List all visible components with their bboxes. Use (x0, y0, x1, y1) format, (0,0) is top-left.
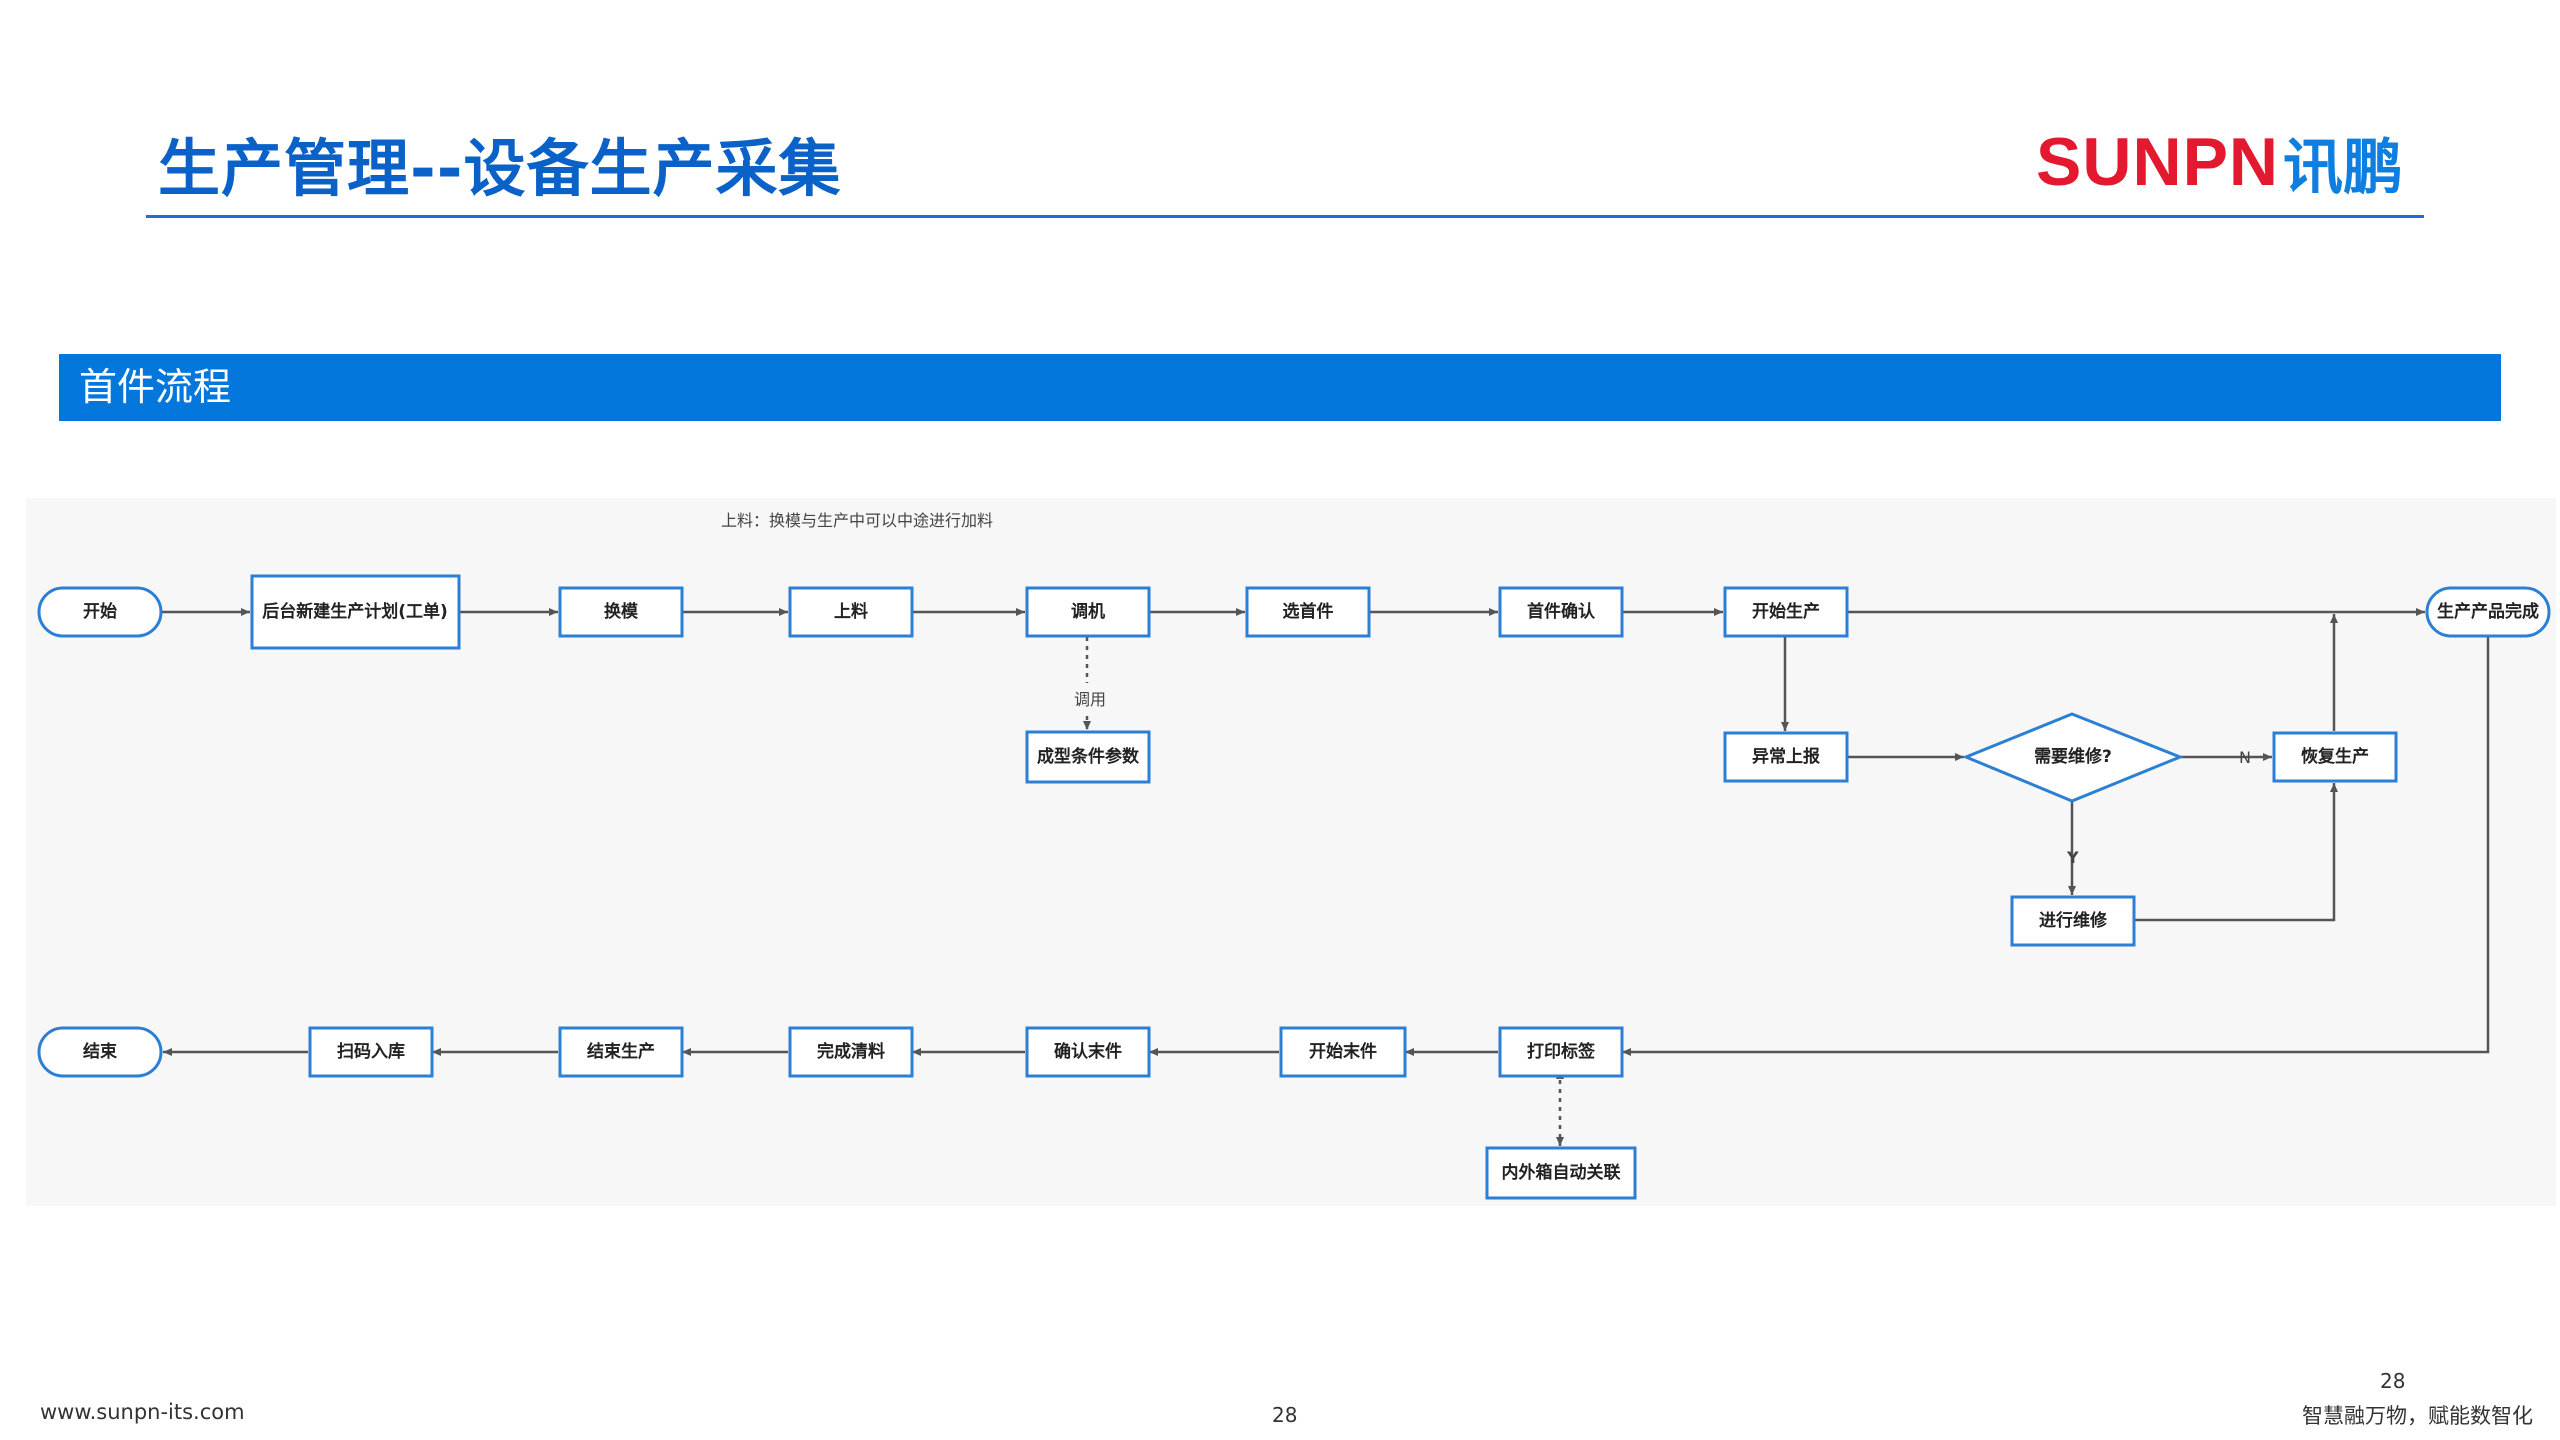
node-resume-shape (2272, 731, 2398, 783)
node-plan-shape (250, 574, 461, 650)
node-end-prod: 结束生产 (558, 1026, 684, 1078)
node-need-repair-label: 需要维修? (2034, 746, 2112, 767)
node-print-shape (1498, 1026, 1624, 1078)
node-clear-label: 完成清料 (817, 1041, 885, 1062)
node-start-prod-label: 开始生产 (1752, 601, 1820, 622)
flowchart-svg: 上料：换模与生产中可以中途进行加料 调用 N Y (37, 511, 2551, 1200)
node-debug-shape (1025, 586, 1151, 638)
node-load: 上料 (788, 586, 914, 638)
node-plan: 后台新建生产计划(工单) (250, 574, 461, 650)
feed-note: 上料：换模与生产中可以中途进行加料 (721, 511, 993, 530)
flowchart-diagram: 上料：换模与生产中可以中途进行加料 调用 N Y (26, 498, 2556, 1206)
node-load-shape (788, 586, 914, 638)
node-params-shape (1025, 730, 1151, 784)
node-start-last-label: 开始末件 (1309, 1041, 1377, 1062)
footer-page-number-right: 28 (2380, 1369, 2406, 1393)
node-product-done-shape (2425, 586, 2551, 638)
node-clear: 完成清料 (788, 1026, 914, 1078)
sunpn-logo: SUNPN 讯鹏 (2036, 122, 2403, 203)
node-resume: 恢复生产 (2272, 731, 2398, 783)
node-print: 打印标签 (1498, 1026, 1624, 1078)
title-divider (146, 215, 2424, 218)
no-label: N (2239, 748, 2251, 767)
node-exception-shape (1723, 731, 1849, 783)
section-header-bar: 首件流程 (59, 354, 2501, 421)
logo-cjk-text: 讯鹏 (2283, 132, 2404, 203)
node-product-done: 生产产品完成 (2425, 586, 2551, 638)
logo-latin-text: SUNPN (2036, 124, 2280, 200)
node-select-first-label: 选首件 (1283, 601, 1334, 622)
node-start-last-shape (1279, 1026, 1407, 1078)
node-end: 结束 (37, 1026, 163, 1078)
node-start-shape (37, 586, 163, 638)
footer-slogan: 智慧融万物，赋能数智化 (2302, 1404, 2533, 1428)
node-debug-label: 调机 (1071, 601, 1105, 622)
node-debug: 调机 (1025, 586, 1151, 638)
node-start-label: 开始 (83, 601, 117, 622)
node-plan-label: 后台新建生产计划(工单) (262, 601, 448, 622)
footer-page-number: 28 (1272, 1403, 1298, 1427)
node-mold-shape (558, 586, 684, 638)
node-box-link-shape (1485, 1146, 1637, 1200)
node-exception-label: 异常上报 (1752, 746, 1820, 767)
page-title: 生产管理--设备生产采集 (158, 132, 842, 205)
node-scan-label: 扫码入库 (337, 1041, 405, 1062)
node-start-last: 开始末件 (1279, 1026, 1407, 1078)
node-load-label: 上料 (834, 601, 868, 622)
footer-website: www.sunpn-its.com (40, 1400, 245, 1424)
node-box-link-label: 内外箱自动关联 (1502, 1162, 1621, 1183)
node-scan-shape (308, 1026, 434, 1078)
node-product-done-label: 生产产品完成 (2437, 601, 2539, 622)
edge-repair-resume (2134, 783, 2338, 922)
node-end-shape (37, 1026, 163, 1078)
node-mold: 换模 (558, 586, 684, 638)
node-end-label: 结束 (83, 1041, 117, 1062)
node-print-label: 打印标签 (1527, 1041, 1596, 1062)
node-select-first: 选首件 (1245, 586, 1371, 638)
flow-edges: 调用 N Y (161, 608, 2490, 1146)
node-start-prod: 开始生产 (1723, 586, 1849, 638)
node-end-prod-shape (558, 1026, 684, 1078)
node-confirm-last-label: 确认末件 (1054, 1041, 1122, 1062)
node-confirm-first: 首件确认 (1498, 586, 1624, 638)
node-resume-label: 恢复生产 (2301, 746, 2369, 767)
node-end-prod-label: 结束生产 (587, 1041, 655, 1062)
node-confirm-last-shape (1025, 1026, 1151, 1078)
node-confirm-first-label: 首件确认 (1527, 601, 1596, 622)
node-mold-label: 换模 (604, 601, 639, 622)
node-confirm-last: 确认末件 (1025, 1026, 1151, 1078)
section-title: 首件流程 (79, 365, 232, 409)
node-scan: 扫码入库 (308, 1026, 434, 1078)
node-start: 开始 (37, 586, 163, 638)
node-params-label: 成型条件参数 (1037, 746, 1140, 767)
call-label: 调用 (1074, 690, 1106, 709)
node-params: 成型条件参数 (1025, 730, 1151, 784)
node-exception: 异常上报 (1723, 731, 1849, 783)
node-repair: 进行维修 (2010, 895, 2136, 947)
node-need-repair: 需要维修? (1962, 712, 2185, 803)
node-select-first-shape (1245, 586, 1371, 638)
node-confirm-first-shape (1498, 586, 1624, 638)
node-clear-shape (788, 1026, 914, 1078)
node-repair-shape (2010, 895, 2136, 947)
node-box-link: 内外箱自动关联 (1485, 1146, 1637, 1200)
node-repair-label: 进行维修 (2039, 910, 2108, 931)
node-start-prod-shape (1723, 586, 1849, 638)
node-need-repair-shape (1962, 712, 2185, 803)
edge-done-print (1622, 628, 2490, 1056)
yes-label: Y (2066, 848, 2079, 867)
